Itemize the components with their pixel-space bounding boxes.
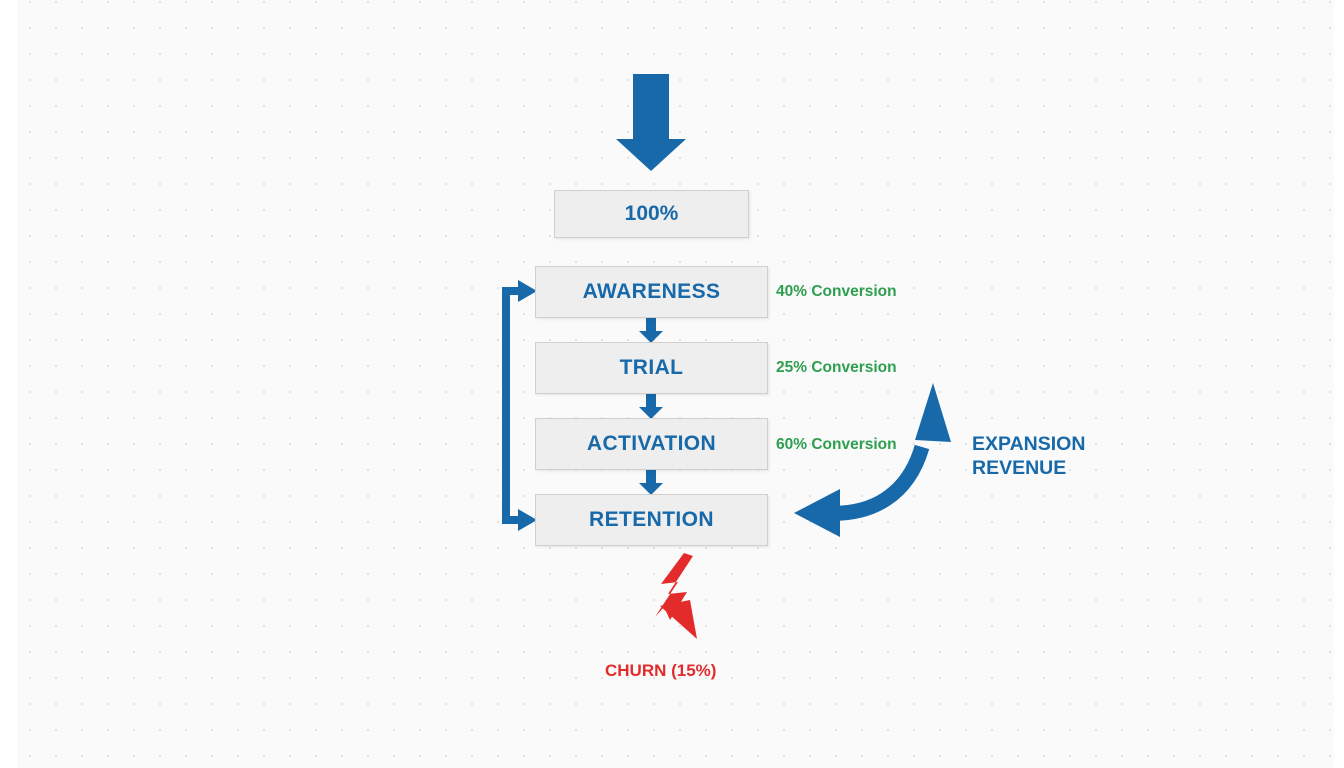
expansion-revenue-line2: REVENUE [972, 457, 1067, 479]
expansion-revenue-label: EXPANSION REVENUE [972, 432, 1085, 480]
stage-arrow-activation-retention-icon [639, 470, 663, 495]
feedback-loop-bracket-icon [502, 280, 537, 531]
funnel-top-box[interactable]: 100% [554, 190, 749, 238]
conversion-label-awareness: 40% Conversion [776, 283, 897, 300]
stage-box-awareness[interactable]: AWARENESS [535, 266, 768, 318]
stage-box-activation[interactable]: ACTIVATION [535, 418, 768, 470]
left-margin [0, 0, 17, 768]
stage-box-trial[interactable]: TRIAL [535, 342, 768, 394]
stage-label-retention: RETENTION [589, 508, 714, 531]
stage-label-activation: ACTIVATION [586, 432, 717, 455]
conversion-label-activation: 60% Conversion [776, 436, 897, 453]
churn-bolt-arrow-icon [655, 553, 697, 639]
stage-label-awareness: AWARENESS [582, 280, 721, 303]
stage-arrow-awareness-trial-icon [639, 318, 663, 343]
stage-label-trial: TRIAL [619, 356, 684, 379]
expansion-revenue-arrow-icon [794, 383, 951, 537]
funnel-top-box-label: 100% [624, 202, 679, 225]
expansion-revenue-line1: EXPANSION [972, 433, 1086, 455]
conversion-label-trial: 25% Conversion [776, 359, 897, 376]
right-margin [1334, 0, 1344, 768]
stage-box-retention[interactable]: RETENTION [535, 494, 768, 546]
inflow-arrow-icon [616, 74, 686, 171]
churn-label: CHURN (15%) [605, 661, 717, 680]
stage-arrow-trial-activation-icon [639, 394, 663, 419]
